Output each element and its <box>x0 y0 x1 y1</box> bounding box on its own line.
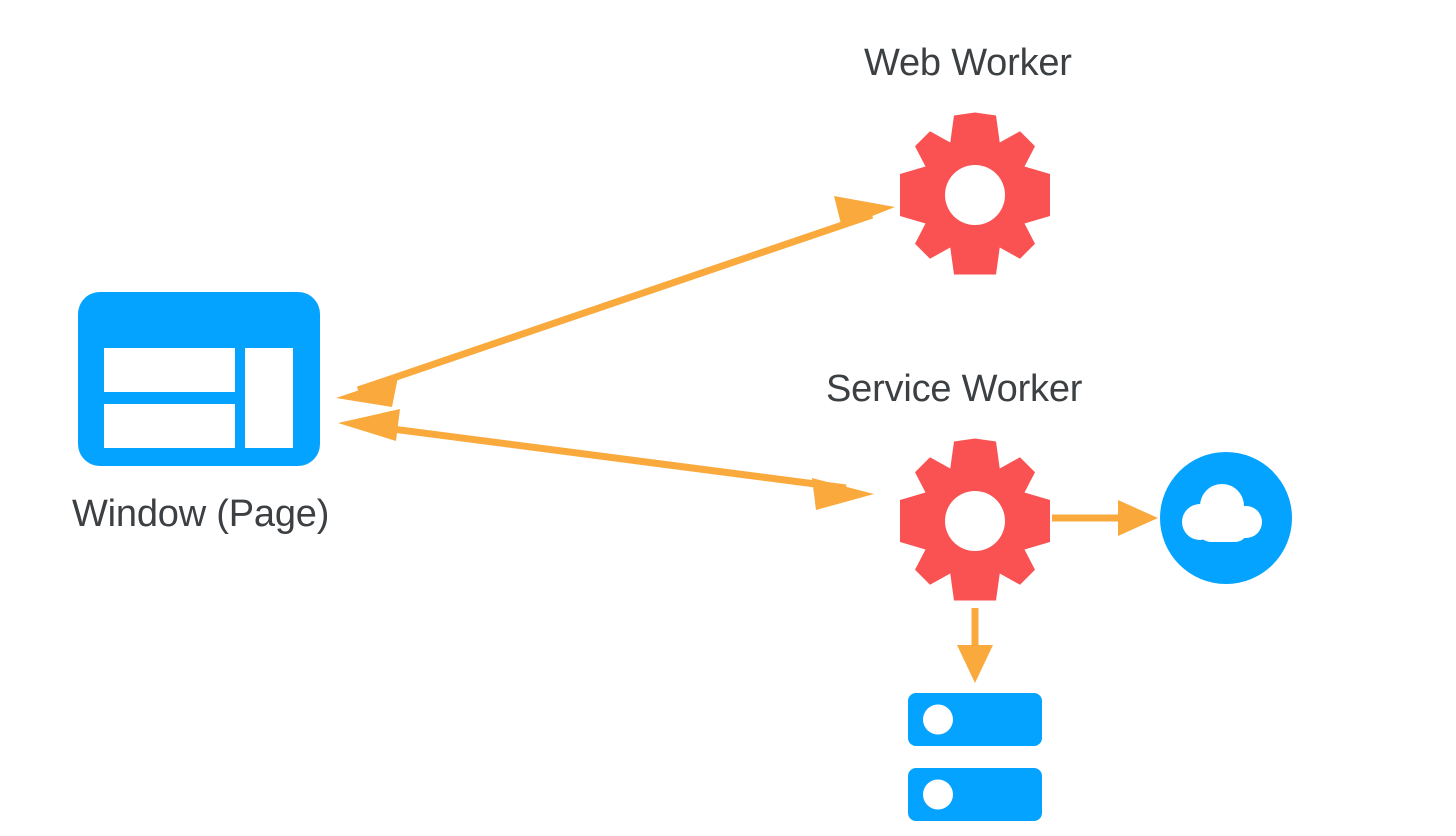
cloud-icon <box>1160 452 1292 584</box>
arrowhead-right-service-worker <box>812 478 874 510</box>
connector-window-to-web-worker-shaft <box>356 211 874 394</box>
connector-window-to-service-worker <box>338 409 874 510</box>
database-icon <box>908 693 1042 821</box>
browser-window-icon <box>78 292 320 466</box>
connector-service-worker-to-cloud <box>1052 500 1158 536</box>
web-worker-gear-icon <box>900 112 1050 278</box>
gear-center-hole <box>945 491 1005 551</box>
window-panel-right <box>245 348 293 448</box>
arrowhead-left-web-worker <box>336 377 398 407</box>
web-worker-label: Web Worker <box>864 42 1072 84</box>
arrowhead-right-web-worker <box>834 196 895 228</box>
cloud-shape <box>1182 484 1262 542</box>
gear-center-hole <box>945 165 1005 225</box>
service-worker-label: Service Worker <box>826 368 1083 410</box>
service-worker-gear-icon <box>900 438 1050 604</box>
window-label: Window (Page) <box>72 493 330 535</box>
database-unit-top <box>908 693 1042 746</box>
arrowhead-cloud <box>1118 500 1158 536</box>
connector-window-to-service-worker-shaft <box>361 421 847 492</box>
connector-window-to-web-worker <box>336 196 895 407</box>
arrowhead-database <box>957 645 993 683</box>
database-indicator-top <box>923 704 953 735</box>
database-unit-bottom <box>908 768 1042 821</box>
window-panel-bottom-left <box>104 404 235 448</box>
connector-service-worker-to-database <box>957 608 993 683</box>
database-indicator-bottom <box>923 779 953 810</box>
arrowhead-left-service-worker <box>338 409 400 441</box>
window-panel-top-left <box>104 348 235 392</box>
